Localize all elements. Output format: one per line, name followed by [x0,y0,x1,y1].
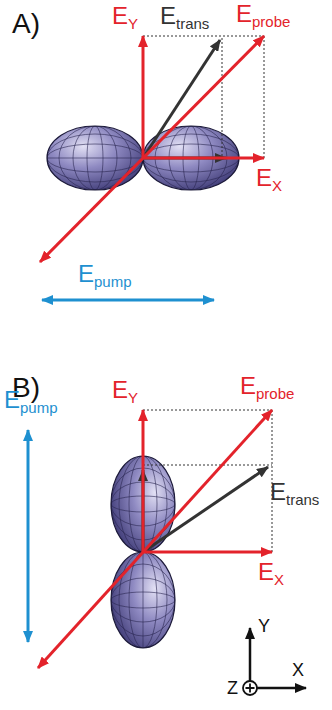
panel-label: A) [12,8,40,40]
field-label: Epump [78,262,132,290]
axis-label: X [292,660,304,680]
field-label: EX [256,166,282,194]
field-label: Epump [4,388,58,416]
axis-label: Z [227,678,238,698]
field-label: EY [112,4,138,32]
field-label: EX [258,560,284,588]
axis-label: Y [258,616,270,636]
field-label: Etrans [160,4,209,32]
field-label: Eprobe [236,2,290,30]
field-label: Etrans [270,480,319,508]
field-label: EY [112,378,138,406]
field-label: Eprobe [240,374,294,402]
